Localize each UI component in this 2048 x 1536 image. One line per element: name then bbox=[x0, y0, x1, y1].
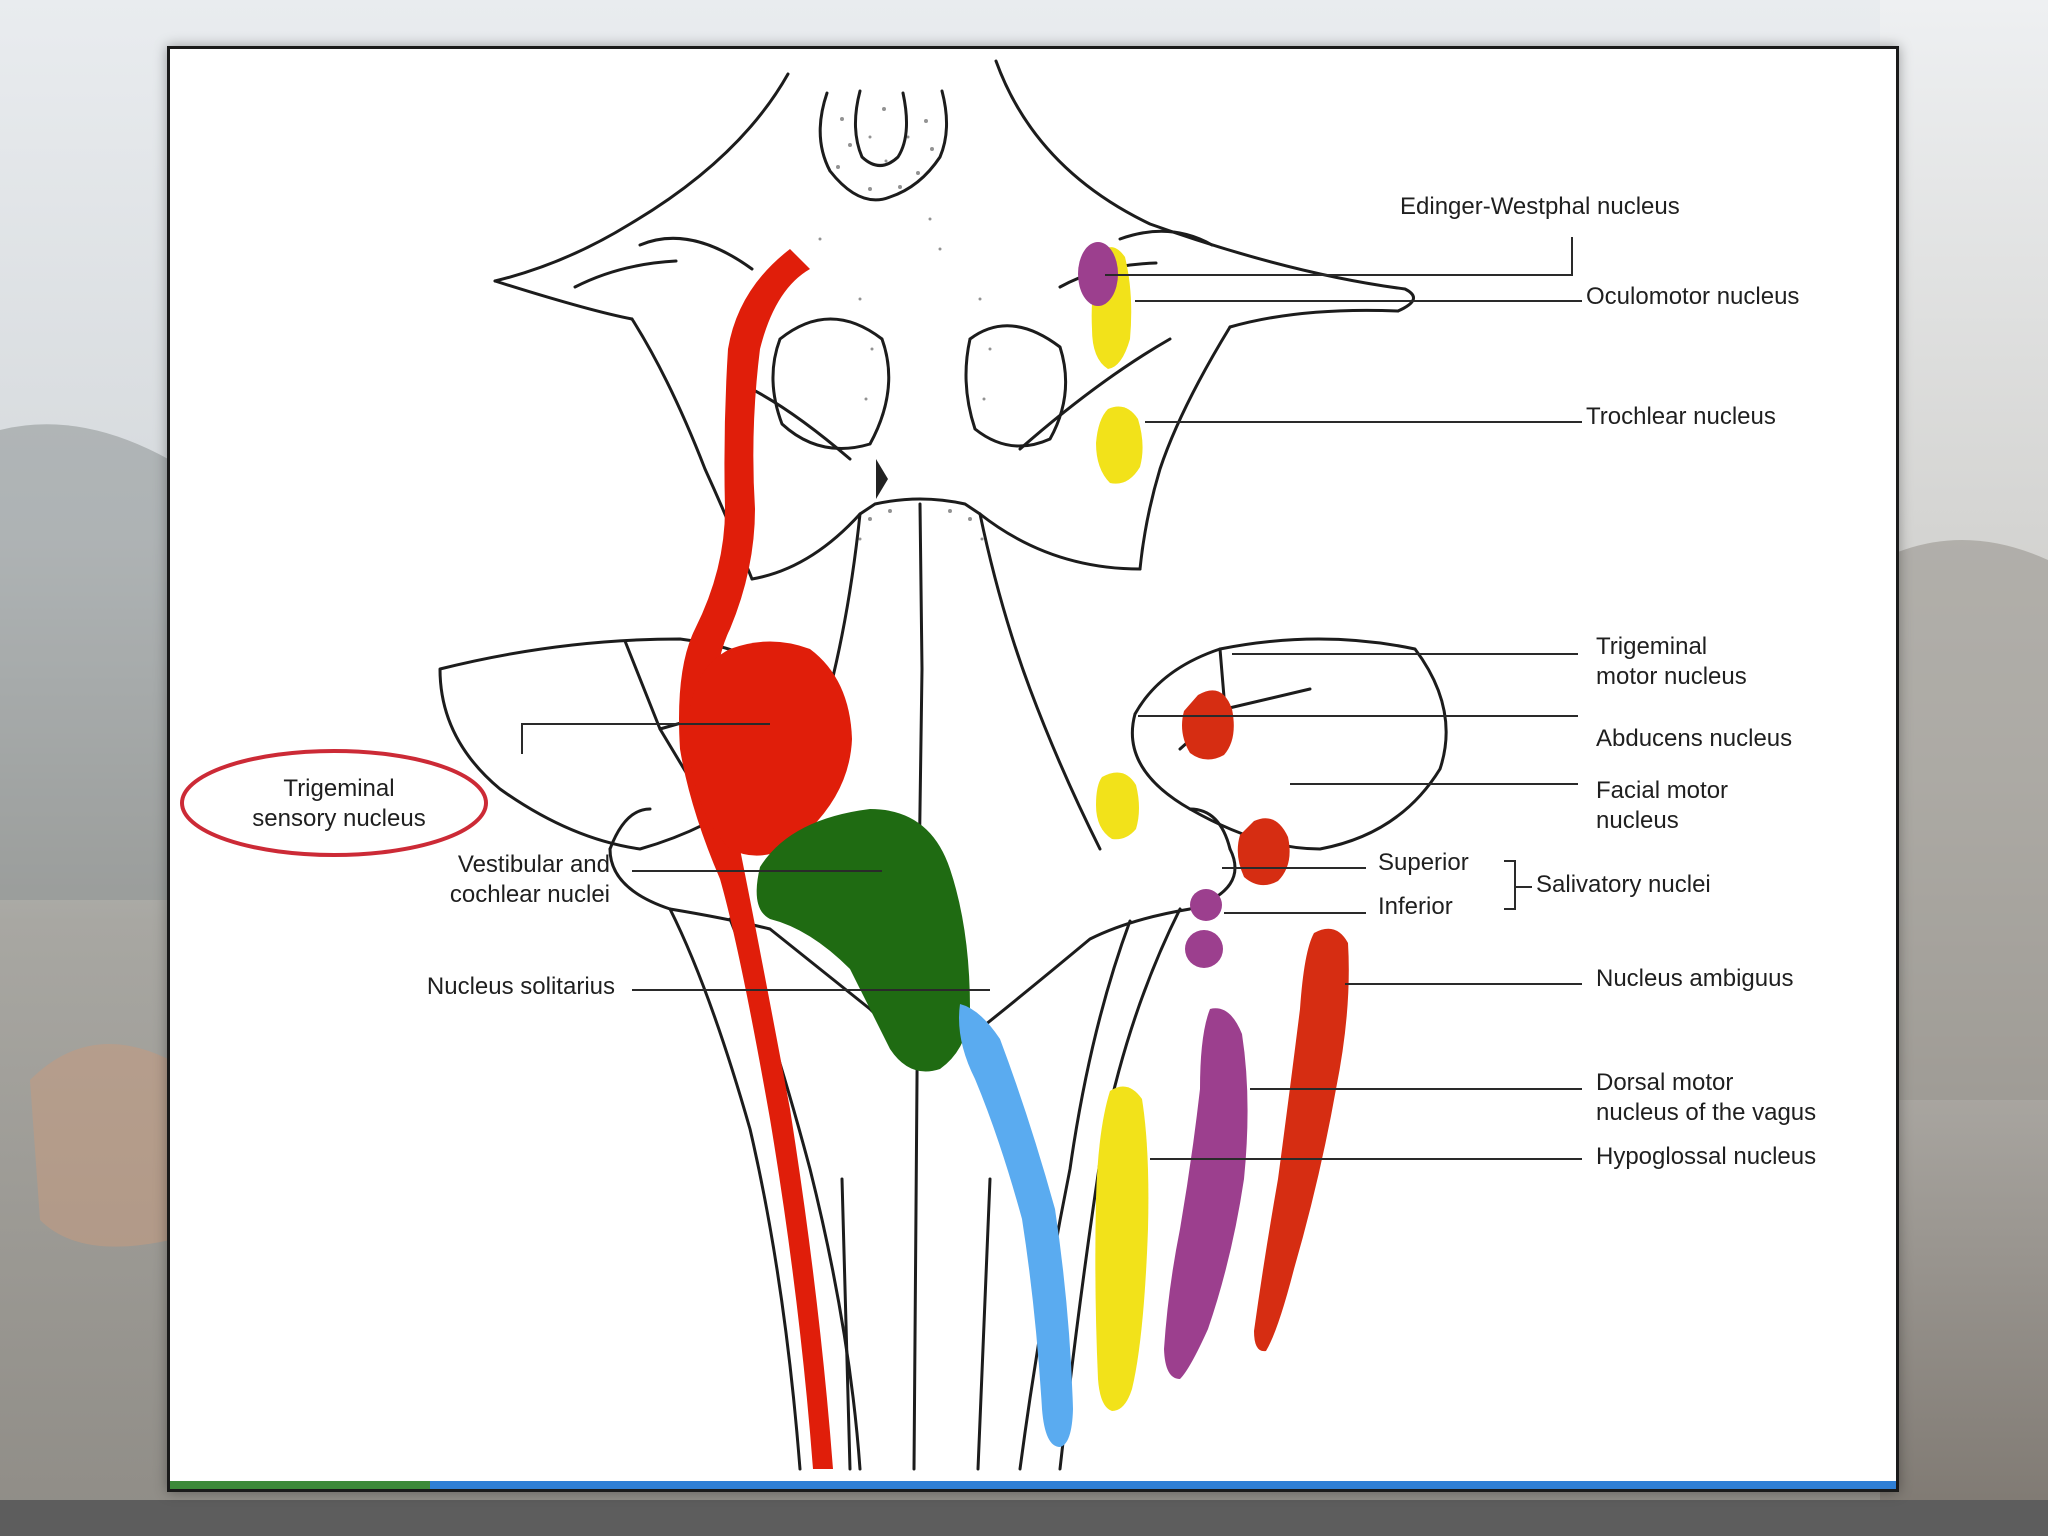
trigeminal-sensory-column bbox=[679, 249, 833, 1469]
trigeminal-principal-bulge bbox=[688, 641, 852, 856]
label-trochlear: Trochlear nucleus bbox=[1586, 403, 1776, 430]
label-superior: Superior bbox=[1378, 849, 1469, 876]
edinger-westphal-nucleus bbox=[1078, 242, 1118, 306]
accent-bar-green bbox=[170, 1481, 430, 1489]
inferior-salivatory-nucleus bbox=[1185, 930, 1223, 968]
label-trigeminal-motor-line1: Trigeminal bbox=[1596, 633, 1708, 660]
label-vestibular-line2: cochlear nuclei bbox=[449, 881, 610, 908]
slide-panel: Edinger-Westphal nucleus Oculomotor nucl… bbox=[167, 46, 1899, 1492]
label-nucleus-solitarius: Nucleus solitarius bbox=[426, 973, 615, 1000]
vestibular-cochlear-nuclei bbox=[756, 809, 970, 1072]
label-vestibular-line1: Vestibular and bbox=[457, 851, 610, 878]
shading-stipple bbox=[818, 107, 992, 541]
label-edinger-westphal: Edinger-Westphal nucleus bbox=[1400, 193, 1680, 220]
hypoglossal-nucleus bbox=[1095, 1086, 1149, 1411]
trochlear-nucleus bbox=[1096, 406, 1143, 484]
label-trigeminal-motor-line2: motor nucleus bbox=[1596, 663, 1747, 690]
label-trigeminal-sensory-line2: sensory nucleus bbox=[252, 805, 426, 832]
label-dorsal-motor-line1: Dorsal motor bbox=[1596, 1069, 1734, 1096]
dorsal-motor-nucleus-vagus bbox=[1164, 1008, 1248, 1379]
nucleus-solitarius bbox=[959, 1004, 1073, 1447]
label-nucleus-ambiguus: Nucleus ambiguus bbox=[1596, 965, 1794, 992]
label-facial-motor-line1: Facial motor bbox=[1596, 777, 1729, 804]
abducens-nucleus bbox=[1096, 772, 1139, 840]
label-oculomotor: Oculomotor nucleus bbox=[1586, 283, 1800, 310]
superior-salivatory-nucleus bbox=[1190, 889, 1222, 921]
leader-lines bbox=[521, 237, 1582, 1160]
facial-motor-nucleus bbox=[1237, 818, 1290, 886]
brainstem-diagram bbox=[180, 59, 1582, 1471]
label-abducens: Abducens nucleus bbox=[1596, 725, 1793, 752]
accent-bar-blue bbox=[430, 1481, 1896, 1489]
trigeminal-motor-nucleus bbox=[1182, 690, 1234, 760]
label-facial-motor-line2: nucleus bbox=[1596, 807, 1679, 834]
midline-notch bbox=[876, 459, 888, 499]
label-hypoglossal: Hypoglossal nucleus bbox=[1596, 1143, 1817, 1170]
label-inferior: Inferior bbox=[1378, 893, 1453, 920]
label-salivatory: Salivatory nuclei bbox=[1536, 871, 1711, 898]
label-trigeminal-sensory-line1: Trigeminal bbox=[283, 775, 395, 802]
highlight-oval bbox=[180, 749, 488, 857]
nucleus-ambiguus bbox=[1254, 928, 1349, 1352]
label-dorsal-motor-line2: nucleus of the vagus bbox=[1596, 1099, 1817, 1126]
